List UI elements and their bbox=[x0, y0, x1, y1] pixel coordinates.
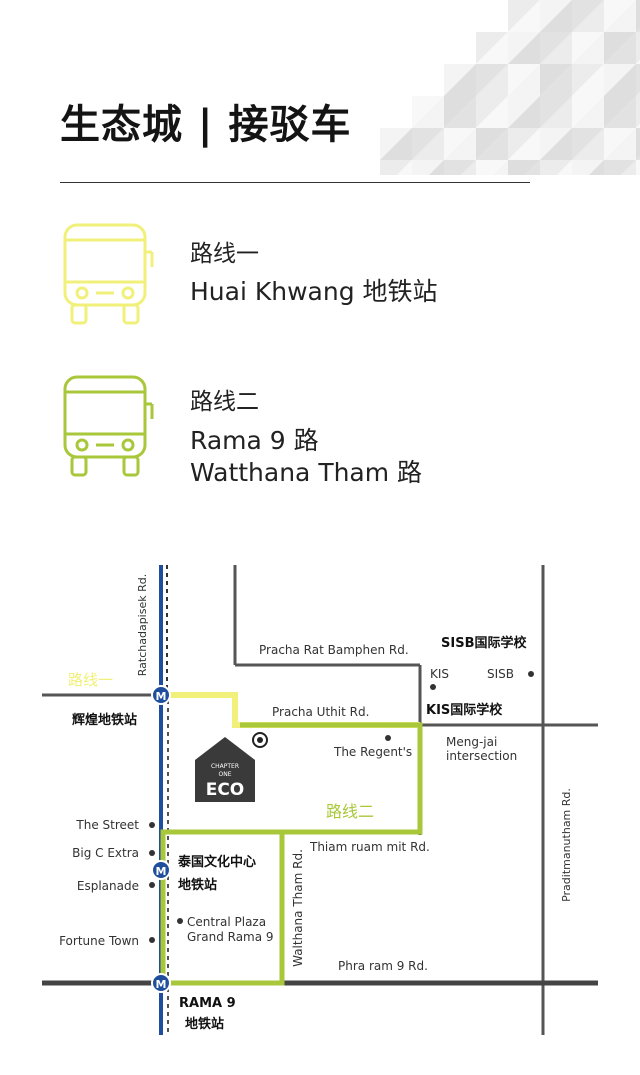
place-label-sisb-school: SISB国际学校 bbox=[441, 635, 527, 651]
road-label-watthana-tham: Walthana Tham Rd. bbox=[291, 849, 305, 967]
title-divider bbox=[60, 182, 530, 183]
svg-text:ONE: ONE bbox=[218, 771, 231, 778]
shuttle-route-map: M M M CHAPTER ONE ECO Ratchadapisek Rd. … bbox=[42, 565, 598, 1035]
route-two-stop-2: Watthana Tham 路 bbox=[190, 458, 423, 487]
bus-icon bbox=[63, 223, 154, 325]
metro-station-icon: M bbox=[151, 685, 171, 705]
road-label-pracha-rat: Pracha Rat Bamphen Rd. bbox=[259, 643, 409, 657]
metro-station-icon: M bbox=[151, 973, 171, 993]
route-one-stop: Huai Khwang 地铁站 bbox=[190, 277, 438, 306]
station-label-cultural-center: 泰国文化中心 bbox=[177, 854, 256, 870]
road-label-phra-ram-9: Phra ram 9 Rd. bbox=[338, 959, 428, 973]
station-label-rama9: RAMA 9 bbox=[179, 996, 236, 1011]
svg-text:M: M bbox=[156, 978, 167, 991]
location-pin-icon bbox=[252, 732, 268, 748]
road-label-thiam-ruam-mit: Thiam ruam mit Rd. bbox=[309, 840, 430, 854]
route-two-map-label: 路线二 bbox=[326, 802, 374, 821]
bus-icon bbox=[63, 375, 154, 477]
place-label-central-plaza: Central Plaza bbox=[187, 915, 266, 929]
place-label-fortune-town: Fortune Town bbox=[59, 934, 139, 948]
chapter-one-eco-logo: CHAPTER ONE ECO bbox=[195, 737, 255, 802]
svg-text:ECO: ECO bbox=[206, 780, 245, 800]
route-one-name: 路线一 bbox=[190, 241, 259, 267]
road-label-pracha-uthit: Pracha Uthit Rd. bbox=[272, 705, 369, 719]
road-label-praditmanutham: Praditmanutham Rd. bbox=[560, 788, 573, 902]
route-one-item: 路线一 Huai Khwang 地铁站 bbox=[60, 222, 480, 332]
station-label-cultural-center-2: 地铁站 bbox=[178, 877, 217, 893]
route-one-map-label: 路线一 bbox=[68, 671, 113, 689]
place-label-mengjai: Meng-jai bbox=[446, 735, 497, 749]
station-label-huai-khwang: 辉煌地铁站 bbox=[72, 712, 137, 728]
place-label-regents: The Regent's bbox=[333, 745, 412, 759]
place-label-big-c: Big C Extra bbox=[72, 846, 139, 860]
road-label-ratchadapisek: Ratchadapisek Rd. bbox=[136, 574, 149, 676]
svg-text:CHAPTER: CHAPTER bbox=[211, 763, 239, 770]
svg-text:M: M bbox=[156, 690, 167, 703]
route-two-path bbox=[160, 722, 423, 986]
station-label-rama9-2: 地铁站 bbox=[185, 1016, 224, 1032]
place-label-mengjai-2: intersection bbox=[446, 749, 517, 763]
place-label-the-street: The Street bbox=[75, 818, 139, 832]
place-label-sisb: SISB bbox=[487, 667, 514, 681]
route-two-stop-1: Rama 9 路 bbox=[190, 426, 319, 455]
metro-station-icon: M bbox=[151, 860, 171, 880]
place-label-kis: KIS bbox=[430, 667, 449, 681]
place-markers bbox=[149, 671, 534, 943]
triangle-pattern-decoration bbox=[380, 0, 640, 175]
route-two-item: 路线二 Rama 9 路 Watthana Tham 路 bbox=[60, 374, 480, 494]
route-two-name: 路线二 bbox=[190, 389, 259, 415]
svg-text:M: M bbox=[156, 865, 167, 878]
place-label-kis-school: KIS国际学校 bbox=[426, 702, 503, 718]
page-title: 生态城 | 接驳车 bbox=[60, 102, 352, 148]
place-label-central-plaza-2: Grand Rama 9 bbox=[187, 930, 274, 944]
place-label-esplanade: Esplanade bbox=[77, 879, 139, 893]
